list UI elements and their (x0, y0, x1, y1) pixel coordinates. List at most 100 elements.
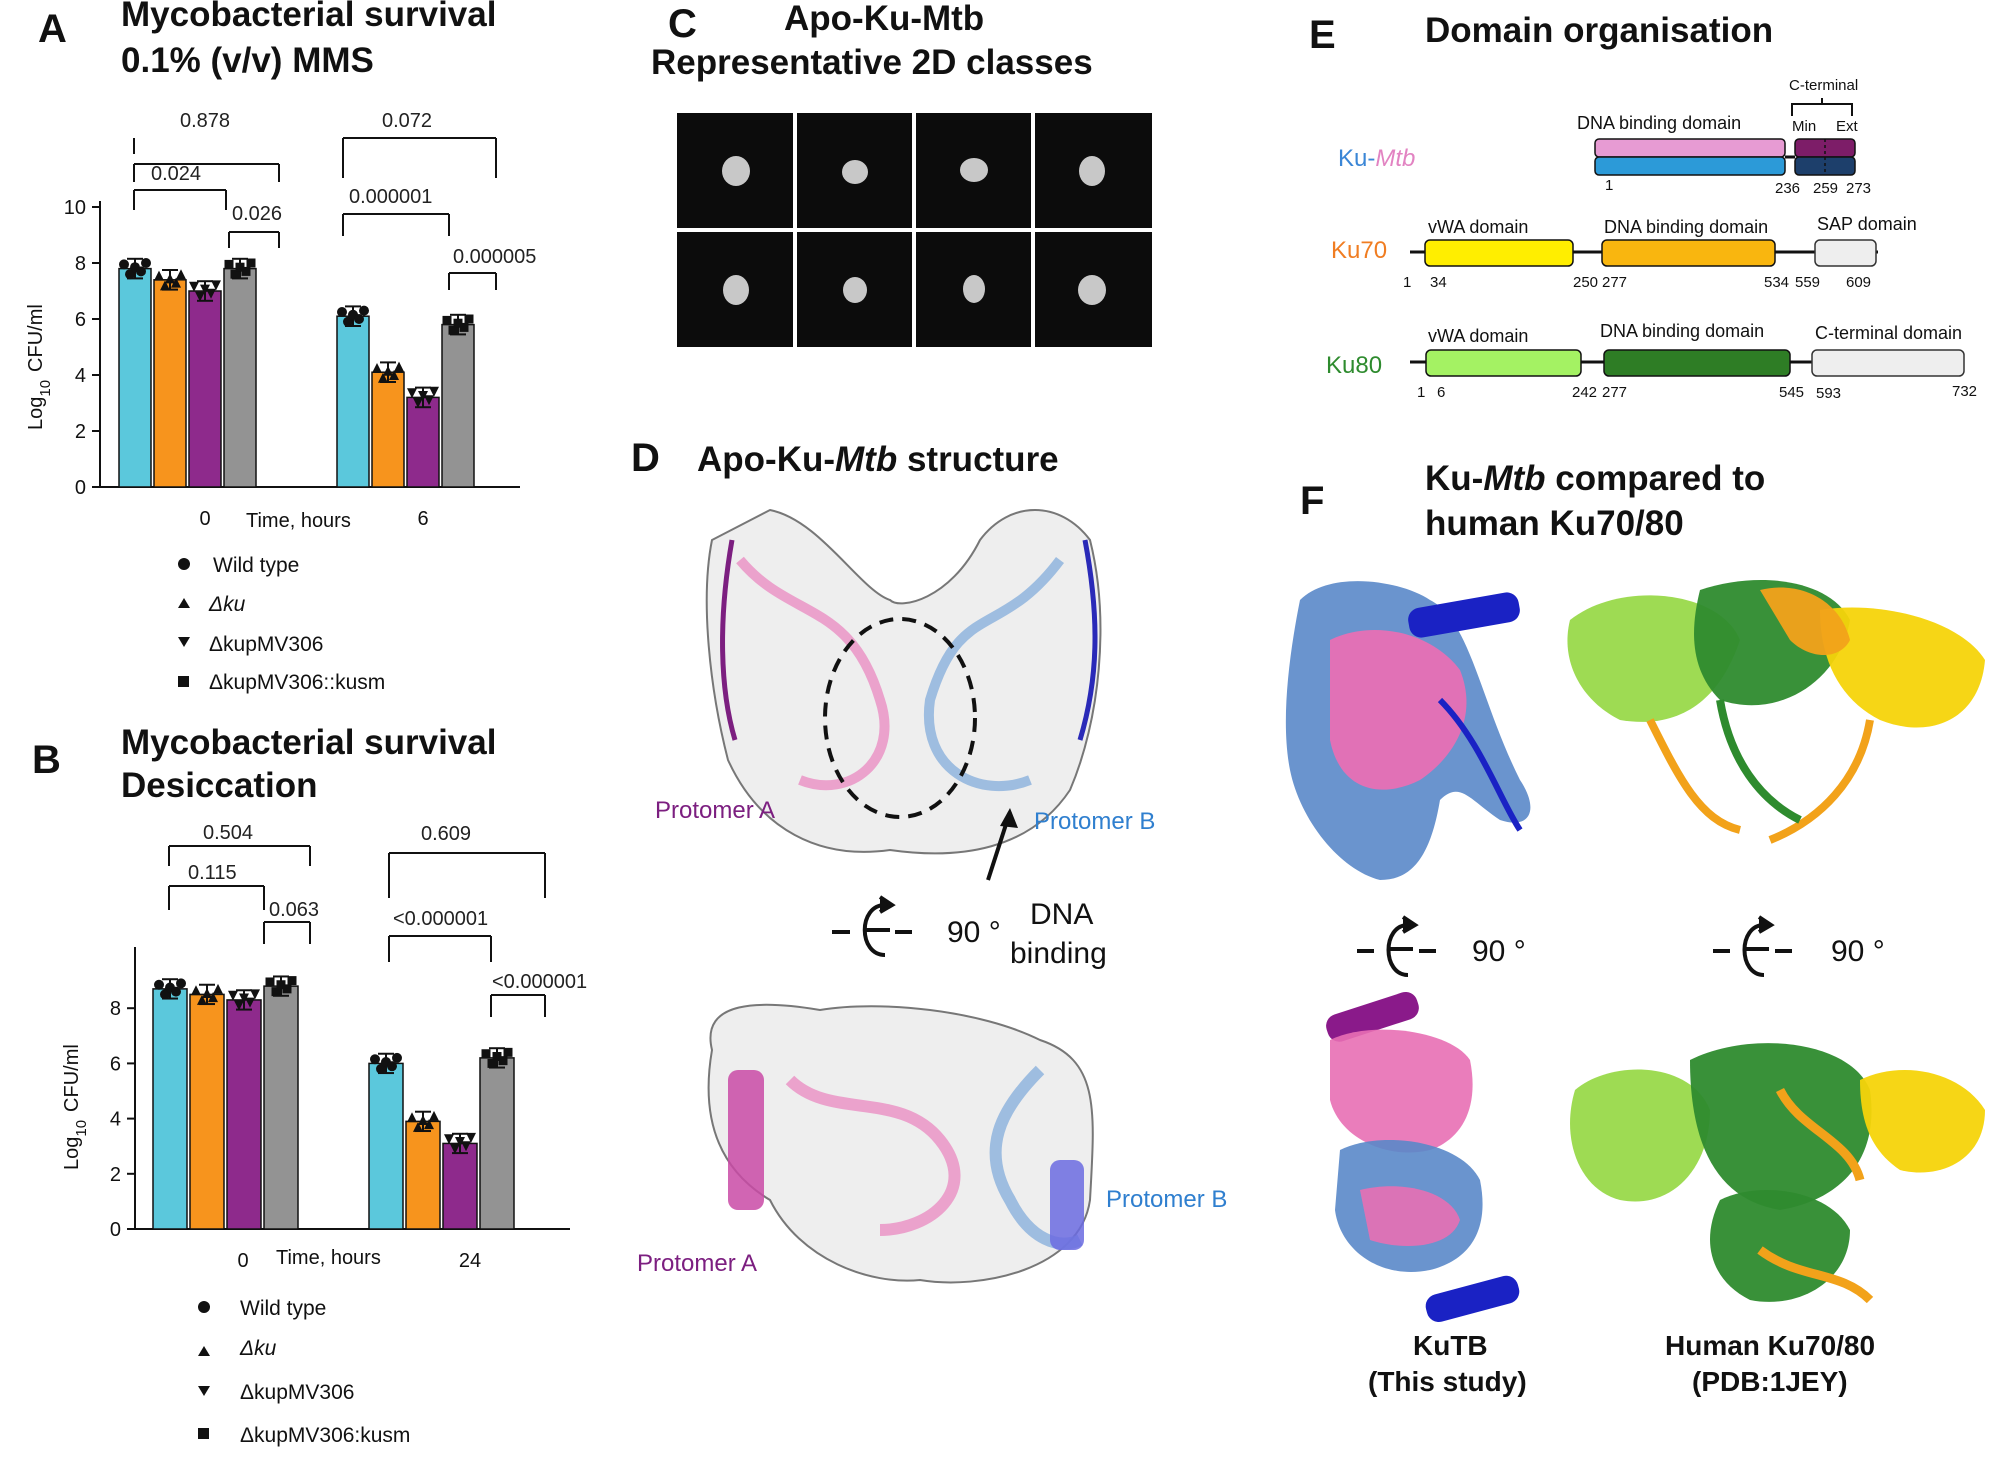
residue-number: 1 (1605, 177, 1613, 194)
data-point (453, 318, 463, 328)
domain-box-dna-binding (1603, 349, 1791, 377)
data-point (376, 1063, 386, 1074)
legend-square-marker (178, 676, 189, 687)
panel-e-title: Domain organisation (1425, 11, 1773, 50)
bar (263, 985, 299, 1230)
residue-number: 250 (1573, 274, 1598, 291)
kutb-structure-top (1285, 581, 1531, 880)
class-averages (722, 156, 1106, 305)
residue-number: 242 (1572, 384, 1597, 401)
bar (371, 371, 405, 488)
domain-label: DNA binding domain (1600, 321, 1764, 341)
protomer-b-label: Protomer B (1034, 808, 1155, 835)
y-tick-label: 2 (110, 1164, 121, 1186)
data-point (407, 1112, 417, 1123)
panel-a-title-line1: Mycobacterial survival (121, 0, 496, 34)
ribbon-orange-loops (1646, 718, 1874, 844)
data-point (176, 978, 186, 989)
data-point (141, 258, 151, 268)
panel-a-pvalue: 0.072 (382, 110, 432, 132)
data-point (176, 269, 186, 280)
data-point (424, 1119, 434, 1130)
apo-ku-mtb-structure-top (705, 508, 1102, 881)
dna-binding-circle (823, 617, 977, 819)
panel-a-pvalue: 0.000001 (349, 186, 432, 208)
domain-label: DNA binding domain (1577, 113, 1741, 133)
data-point (461, 1141, 471, 1152)
legend-item: ΔkupMV306::kusm (209, 671, 385, 694)
panel-b-pvalue: 0.504 (203, 822, 253, 844)
data-point (211, 280, 221, 291)
panel-label-d: D (631, 436, 660, 480)
rotation-label: 90 ° (947, 916, 1001, 949)
domain-box-vwa (1424, 239, 1574, 267)
bar (189, 993, 225, 1230)
y-tick-label: 10 (64, 197, 86, 219)
data-point (418, 1114, 428, 1125)
data-point (208, 992, 218, 1003)
legend-item: Wild type (240, 1297, 326, 1320)
data-point (498, 1056, 508, 1066)
panel-a-brackets (133, 137, 497, 290)
panel-label-c: C (668, 2, 697, 46)
human-ku-structure-top (1567, 580, 1985, 844)
panel-b-brackets (168, 845, 546, 1017)
residue-number: 277 (1602, 384, 1627, 401)
data-point (276, 980, 286, 990)
human-ku-structure-bottom (1570, 1043, 1985, 1304)
data-point (234, 1000, 244, 1011)
ribbon-dark-green-loop (1716, 699, 1802, 824)
rotation-label-left: 90 ° (1472, 935, 1526, 968)
data-point (418, 391, 428, 401)
residue-number: 609 (1846, 274, 1871, 291)
residue-number: 593 (1816, 385, 1841, 402)
panel-b-pvalue: <0.000001 (393, 908, 488, 930)
residue-number: 559 (1795, 274, 1820, 291)
panel-label-f: F (1300, 479, 1324, 523)
bar (479, 1057, 515, 1230)
data-point (282, 984, 292, 994)
caption-left-line2: (This study) (1368, 1366, 1527, 1397)
domain-label: vWA domain (1428, 217, 1528, 237)
data-point (413, 1121, 423, 1132)
class-average-blob (842, 160, 868, 184)
data-point (337, 307, 347, 317)
2d-classes-grid (677, 113, 1152, 347)
data-point (464, 314, 474, 324)
data-point (466, 1132, 476, 1143)
legend-triangle-marker (178, 598, 190, 608)
panel-a-ylabel: Log10CFU/ml (25, 304, 54, 430)
ku70-domain-row: Ku70 vWA domain DNA binding domain SAP d… (1331, 214, 1917, 291)
panel-f-title-line2: human Ku70/80 (1425, 504, 1684, 543)
data-point (407, 388, 417, 399)
helix-protomer-a (728, 1070, 764, 1210)
rotation-label-right: 90 ° (1831, 935, 1885, 968)
data-point (442, 315, 452, 325)
y-tick-label: 8 (75, 253, 86, 275)
protein-name-ku70: Ku70 (1331, 237, 1387, 264)
y-tick-label: 2 (75, 421, 86, 443)
domain-label: DNA binding domain (1604, 217, 1768, 237)
ku-mtb-domain-row: Ku-Mtb DNA binding domain C-terminal Min… (1338, 77, 1871, 197)
legend-triangle-marker (198, 1346, 210, 1356)
x-tick-label: 0 (237, 1250, 248, 1272)
residue-number: 1 (1403, 274, 1411, 291)
class-average-blob (723, 275, 749, 305)
residue-number: 1 (1417, 384, 1425, 401)
data-point (413, 398, 423, 408)
data-point (378, 372, 388, 383)
legend-circle-marker (178, 558, 190, 570)
legend-item: Δku (239, 1337, 277, 1360)
data-point (171, 986, 181, 997)
data-point (119, 259, 129, 270)
domain-box-pink (1594, 138, 1786, 158)
data-point (359, 305, 369, 316)
data-point (487, 1058, 497, 1068)
data-point (154, 979, 164, 990)
y-tick-label: 6 (75, 309, 86, 331)
panel-label-b: B (32, 738, 61, 782)
ribbon-yellow (1860, 1070, 1985, 1173)
data-point (343, 316, 353, 327)
panel-a-title-line2: 0.1% (v/v) MMS (121, 41, 374, 80)
